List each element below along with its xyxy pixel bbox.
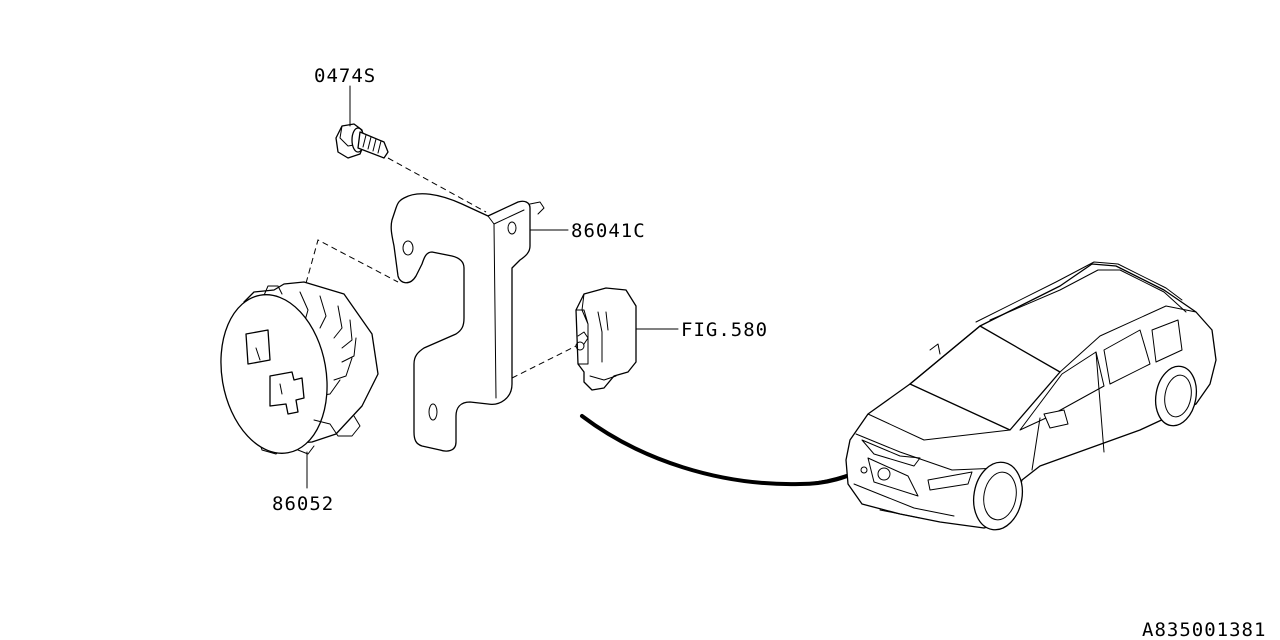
connector-alignment-line	[511, 345, 577, 379]
diagram-id: A835001381	[1142, 619, 1266, 640]
figure-reference: FIG.580	[681, 319, 768, 341]
bracket-part-number: 86041C	[571, 220, 646, 242]
vehicle-outline	[845, 261, 1217, 531]
location-indicator-curve	[580, 414, 864, 487]
connector-part[interactable]	[575, 287, 637, 391]
horn-part-number: 86052	[272, 493, 334, 515]
bolt-part-number: 0474S	[314, 65, 376, 87]
bolt-alignment-line	[387, 157, 487, 213]
bolt-part[interactable]	[335, 123, 389, 159]
bracket-part[interactable]	[390, 193, 545, 452]
horn-part[interactable]	[209, 281, 379, 462]
